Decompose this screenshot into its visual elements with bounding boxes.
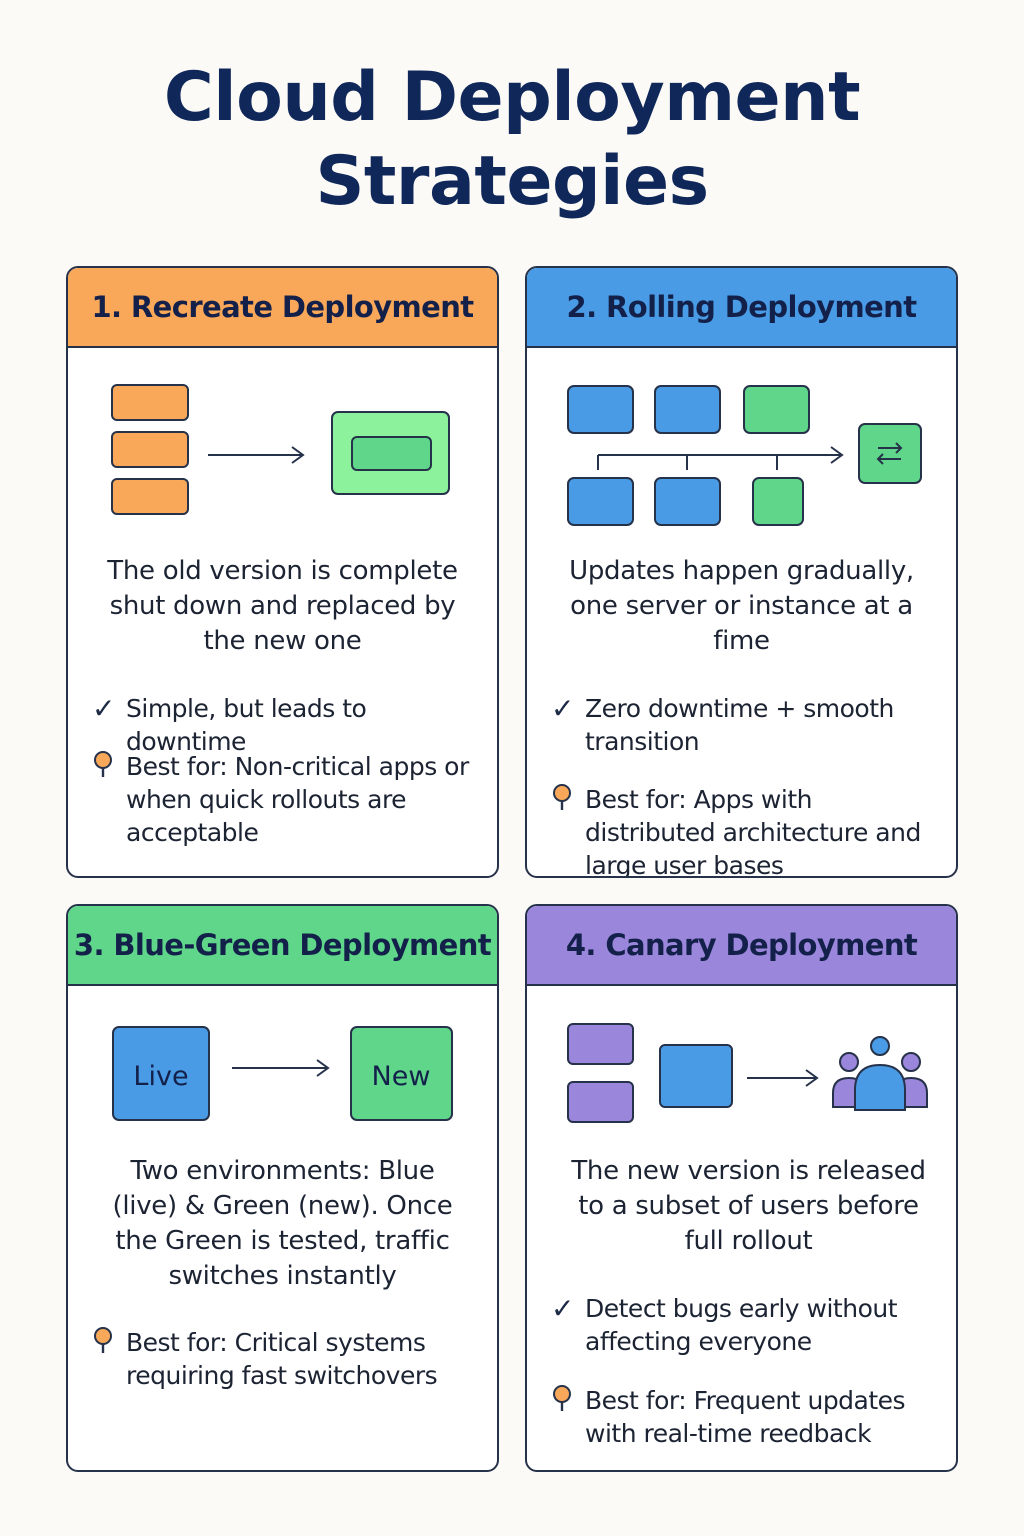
blue-green-diagram: Live New <box>112 1026 453 1121</box>
card-rolling-check-text: Zero downtime + smooth transition <box>585 694 894 756</box>
canary-version-block <box>659 1044 733 1108</box>
right-arrow-icon <box>232 1059 330 1077</box>
live-environment-block <box>112 1026 210 1121</box>
card-canary-check-point: ✓ Detect bugs early without affecting ev… <box>551 1292 946 1358</box>
card-blue-green-best-for-text: Best for: Critical systems requiring fas… <box>126 1328 438 1390</box>
old-instance-block <box>111 478 189 515</box>
card-rolling-header: 2. Rolling Deployment <box>527 268 956 348</box>
card-canary-best-for-text: Best for: Frequent updates with real-tim… <box>585 1386 906 1448</box>
canary-diagram <box>567 1023 928 1123</box>
old-version-block <box>567 1023 634 1065</box>
card-recreate: 1. Recreate Deployment The old version i… <box>66 266 499 878</box>
new-environment-label: New <box>372 1061 431 1092</box>
users-group-icon <box>832 1036 928 1111</box>
server-updated-block <box>743 385 810 434</box>
page-title-line-1: Cloud Deployment <box>163 58 861 137</box>
old-version-block <box>567 1081 634 1123</box>
card-canary-best-for: Best for: Frequent updates with real-tim… <box>551 1384 946 1450</box>
new-version-inner-block <box>351 436 432 471</box>
server-old-block <box>567 477 634 526</box>
card-recreate-best-for: Best for: Non-critical apps or when quic… <box>92 750 487 849</box>
card-blue-green: 3. Blue-Green Deployment Live New Two en… <box>66 904 499 1472</box>
rolling-connector <box>597 446 844 470</box>
card-canary-check-text: Detect bugs early without affecting ever… <box>585 1294 898 1356</box>
card-recreate-header: 1. Recreate Deployment <box>68 268 497 348</box>
right-arrow-icon <box>208 446 305 464</box>
card-canary-header: 4. Canary Deployment <box>527 906 956 986</box>
card-blue-green-best-for: Best for: Critical systems requiring fas… <box>92 1326 487 1392</box>
card-canary-description: The new version is released to a subset … <box>571 1156 926 1256</box>
card-rolling: 2. Rolling Deployment Updates happen gra… <box>525 266 958 878</box>
card-recreate-check-text: Simple, but leads to downtime <box>126 694 367 756</box>
card-recreate-description: The old version is complete shut down an… <box>107 556 458 656</box>
checkmark-icon: ✓ <box>551 692 574 725</box>
card-rolling-best-for-text: Best for: Apps with distributed architec… <box>585 785 921 878</box>
old-instance-block <box>111 431 189 468</box>
old-instance-block <box>111 384 189 421</box>
card-recreate-check-point: ✓ Simple, but leads to downtime <box>92 692 487 758</box>
card-rolling-check-point: ✓ Zero downtime + smooth transition <box>551 692 946 758</box>
server-old-block <box>567 385 634 434</box>
card-blue-green-header: 3. Blue-Green Deployment <box>68 906 497 986</box>
lightbulb-pin-icon <box>92 1326 122 1364</box>
right-arrow-icon <box>747 1069 819 1087</box>
server-old-block <box>654 477 721 526</box>
swap-arrows-glyph <box>876 442 903 465</box>
lightbulb-pin-icon <box>92 750 122 788</box>
rolling-diagram <box>567 385 922 526</box>
new-environment-block <box>350 1026 453 1121</box>
checkmark-icon: ✓ <box>551 1292 574 1325</box>
card-blue-green-description: Two environments: Blue (live) & Green (n… <box>112 1156 453 1291</box>
server-updated-block <box>752 477 804 526</box>
checkmark-icon: ✓ <box>92 692 115 725</box>
live-environment-label: Live <box>133 1061 188 1092</box>
server-old-block <box>654 385 721 434</box>
card-canary: 4. Canary Deployment The new version is … <box>525 904 958 1472</box>
lightbulb-pin-icon <box>551 1384 581 1422</box>
card-rolling-best-for: Best for: Apps with distributed architec… <box>551 783 946 878</box>
card-recreate-best-for-text: Best for: Non-critical apps or when quic… <box>126 752 469 847</box>
swap-arrows-icon <box>858 423 922 484</box>
page-title-line-2: Strategies <box>315 142 709 221</box>
lightbulb-pin-icon <box>551 783 581 821</box>
recreate-diagram <box>111 384 450 515</box>
card-rolling-description: Updates happen gradually, one server or … <box>569 556 914 656</box>
